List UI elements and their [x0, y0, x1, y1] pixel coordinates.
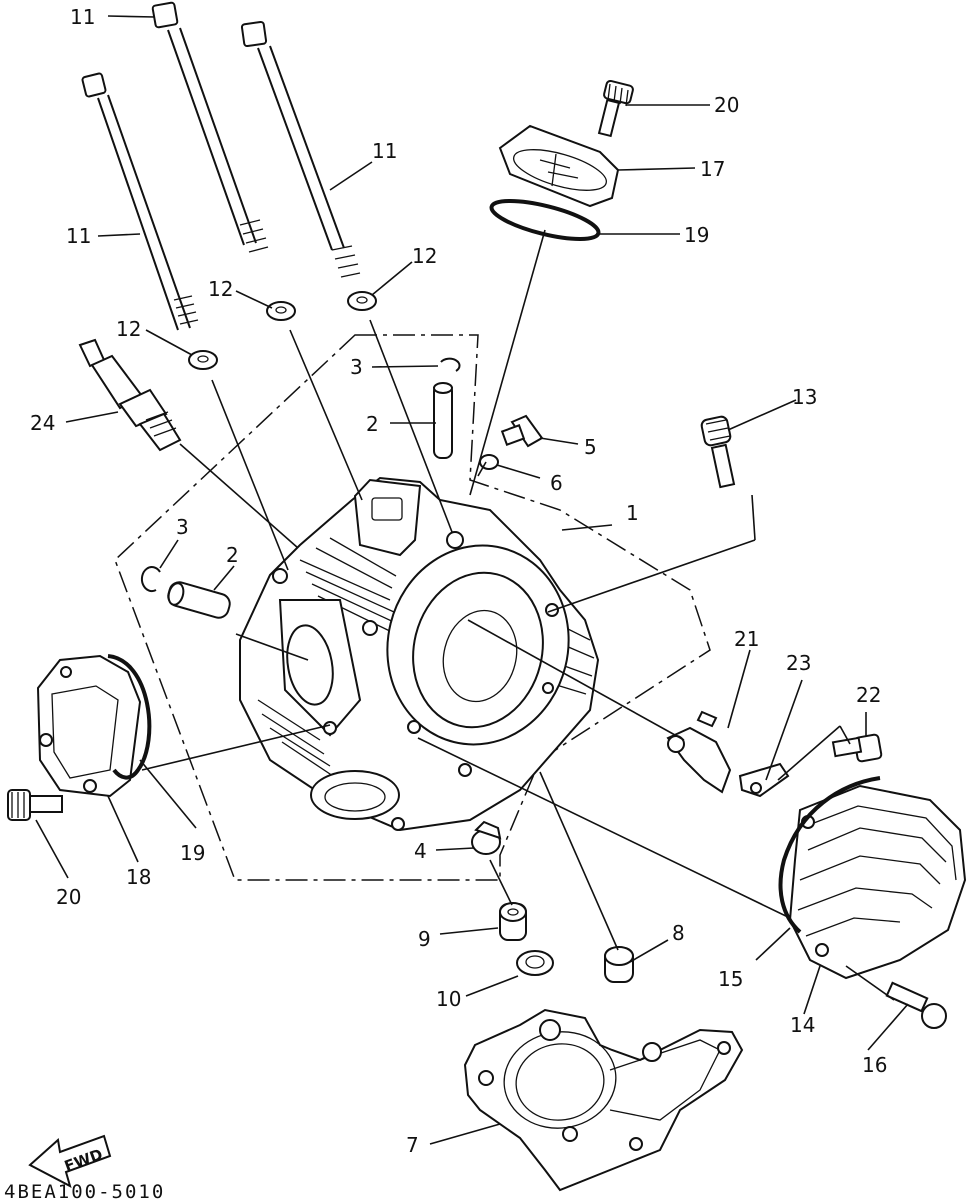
plate-23: [738, 762, 790, 798]
callout-20: 20: [714, 93, 739, 117]
callout-15: 15: [718, 967, 743, 991]
callout-5: 5: [584, 435, 597, 459]
bolt-22: [831, 733, 883, 763]
callout-12: 12: [412, 244, 437, 268]
callout-19: 19: [180, 841, 205, 865]
stud-bolt-11-right: [240, 20, 361, 278]
stud-bolt-11-middle: [151, 1, 269, 253]
callout-4: 4: [414, 839, 427, 863]
callout-12: 12: [116, 317, 141, 341]
tappet-cover-17: [498, 124, 620, 208]
dowel-8: [604, 946, 634, 983]
side-cover-18: [36, 654, 142, 798]
o-ring-19-left: [107, 654, 152, 780]
callout-21: 21: [734, 627, 759, 651]
callout-3: 3: [176, 515, 189, 539]
spark-plug-24: [78, 338, 182, 452]
valve-guide-2-left: [167, 581, 231, 619]
gasket-15: [778, 776, 881, 934]
figure-code: 4BEA100-5010: [4, 1181, 165, 1202]
callout-8: 8: [672, 921, 685, 945]
cylinder-head: [239, 476, 600, 832]
callout-24: 24: [30, 411, 55, 435]
callout-19: 19: [684, 223, 709, 247]
dowel-9: [499, 902, 527, 941]
callout-9: 9: [418, 927, 431, 951]
callout-23: 23: [786, 651, 811, 675]
callout-6: 6: [550, 471, 563, 495]
fwd-arrow: FWD: [28, 1134, 112, 1188]
bolt-13: [700, 415, 736, 489]
callout-10: 10: [436, 987, 461, 1011]
callout-3: 3: [350, 355, 363, 379]
bolt-5: [500, 414, 544, 448]
callout-11: 11: [66, 224, 91, 248]
o-ring-10: [516, 950, 554, 976]
bolt-20-left: [7, 789, 63, 821]
callout-7: 7: [406, 1133, 419, 1157]
callout-12: 12: [208, 277, 233, 301]
head-gasket-7: [463, 1008, 744, 1192]
circlip-3-top: [440, 357, 461, 372]
circlip-3-left: [140, 566, 161, 593]
bracket-21: [666, 710, 732, 794]
callout-2: 2: [226, 543, 239, 567]
callout-11: 11: [70, 5, 95, 29]
callout-14: 14: [790, 1013, 815, 1037]
bolt-16: [885, 981, 947, 1029]
callout-labels: 11 11 11 12 12 12 20 17 19 3 2 24 5 6 13…: [30, 5, 887, 1157]
valve-guide-2-top: [433, 382, 453, 459]
bolt-20-top: [597, 79, 634, 138]
stud-bolt-11-left: [81, 72, 199, 331]
washer-12-right: [347, 291, 377, 311]
callout-22: 22: [856, 683, 881, 707]
head-cover-14: [788, 784, 967, 980]
callout-11: 11: [372, 139, 397, 163]
callout-2: 2: [366, 412, 379, 436]
callout-13: 13: [792, 385, 817, 409]
callout-16: 16: [862, 1053, 887, 1077]
washer-12-middle: [266, 301, 296, 321]
callout-20: 20: [56, 885, 81, 909]
washer-12-left: [188, 350, 218, 370]
oil-seal-4: [471, 820, 502, 855]
callout-17: 17: [700, 157, 725, 181]
callout-18: 18: [126, 865, 151, 889]
assembly-boundary-dashed: [114, 334, 711, 881]
leader-lines: [35, 15, 909, 1145]
callout-1: 1: [626, 501, 639, 525]
